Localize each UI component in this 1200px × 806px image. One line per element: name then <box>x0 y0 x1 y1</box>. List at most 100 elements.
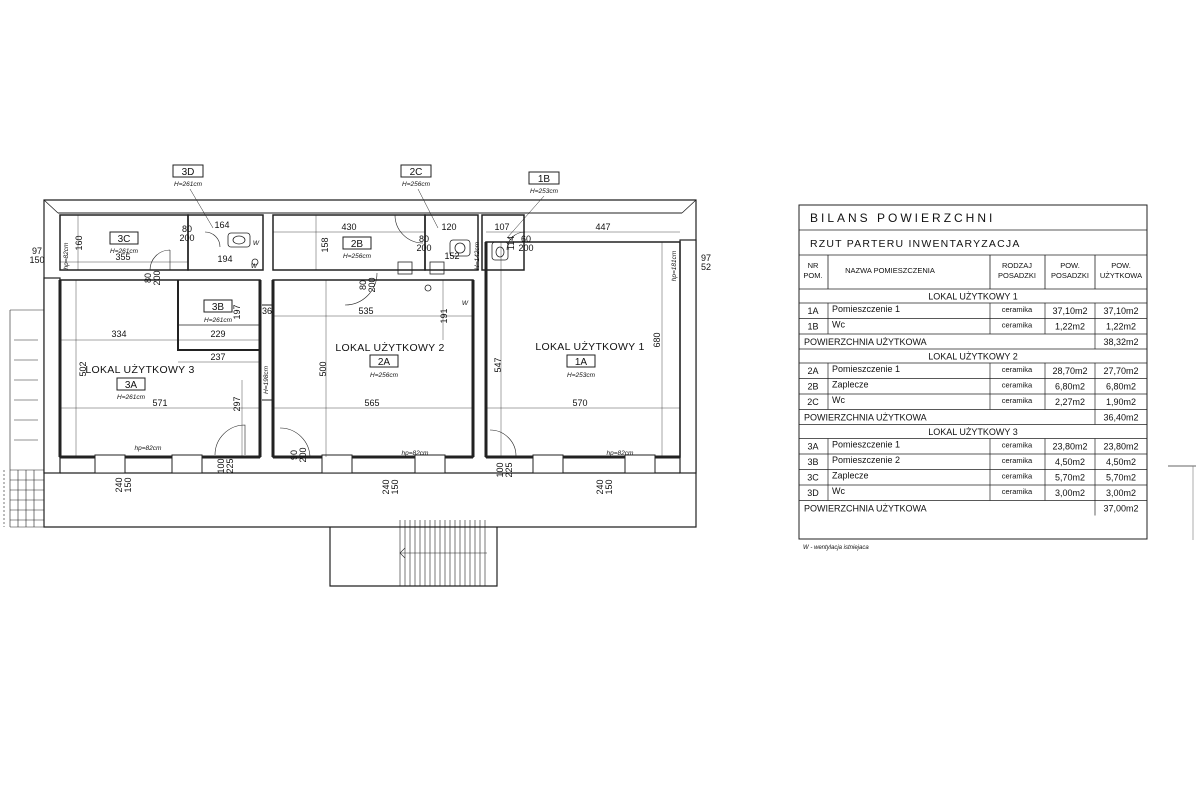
cell-floor-type: ceramika <box>1002 365 1033 374</box>
room-2a-name: LOKAL UŻYTKOWY 2 <box>335 341 444 354</box>
cell-usable-area: 1,22m2 <box>1106 322 1136 332</box>
cell-floor-area: 28,70m2 <box>1052 366 1087 376</box>
room-1a-height: H=253cm <box>567 372 596 379</box>
dim-164: 164 <box>214 220 229 230</box>
floor-plan <box>3 164 697 587</box>
header-type-line2: POSADZKI <box>998 271 1036 280</box>
dim-225-b: 225 <box>504 462 514 477</box>
door-2c-80: 80 <box>419 234 429 244</box>
room-3b-height: H=261cm <box>204 317 233 324</box>
cell-floor-type: ceramika <box>1002 456 1033 465</box>
dim-150-left: 150 <box>29 255 44 265</box>
dim-237: 237 <box>210 352 225 362</box>
dimension-lines <box>60 215 680 457</box>
room-3b-code: 3B <box>212 302 225 313</box>
cell-floor-area: 5,70m2 <box>1055 473 1085 483</box>
room-2a-code: 2A <box>378 357 391 368</box>
cell-name: Zaplecze <box>832 380 869 390</box>
dim-100-b: 100 <box>495 462 505 477</box>
stairs-bottom <box>399 520 487 586</box>
door-3d-200: 200 <box>179 233 194 243</box>
area-balance-table: BILANS POWIERZCHNI RZUT PARTERU INWENTAR… <box>798 204 1148 551</box>
hp-181-right-vertical: hp=181cm <box>671 250 678 281</box>
dim-502: 502 <box>78 361 88 376</box>
vent-mark-2: W <box>251 263 258 270</box>
cell-usable-area: 3,00m2 <box>1106 488 1136 498</box>
cell-nr: 3B <box>807 457 818 467</box>
plan-labels: 3D H=261cm 2C H=256cm 1B H=253cm 3C H=26… <box>29 167 711 495</box>
total-label: POWIERZCHNIA UŻYTKOWA <box>804 504 927 514</box>
dim-240-b: 240 <box>381 479 391 494</box>
room-3a-code: 3A <box>125 380 138 391</box>
dim-355: 355 <box>115 252 130 262</box>
cell-floor-type: ceramika <box>1002 441 1033 450</box>
room-2c-outline <box>424 214 479 271</box>
tag-1b-box <box>528 171 560 185</box>
header-floor-line2: POSADZKI <box>1051 271 1089 280</box>
room-3c-code: 3C <box>118 234 131 245</box>
door-swings <box>149 214 526 459</box>
table-subtitle: RZUT PARTERU INWENTARYZACJA <box>810 238 1021 250</box>
header-type-line1: RODZAJ <box>1002 261 1032 270</box>
hp-82-lokal1: hp=82cm <box>607 450 635 457</box>
dim-500: 500 <box>318 361 328 376</box>
table-title: BILANS POWIERZCHNI <box>810 211 995 225</box>
room-1a-name: LOKAL UŻYTKOWY 1 <box>535 340 644 353</box>
room-2a-height: H=256cm <box>370 372 399 379</box>
cell-nr: 3A <box>807 442 818 452</box>
total-value: 38,32m2 <box>1103 337 1138 347</box>
header-usable-line2: UŻYTKOWA <box>1100 271 1142 280</box>
room-1a-code: 1A <box>575 357 588 368</box>
dim-240-c: 240 <box>595 479 605 494</box>
cell-name: Zaplecze <box>832 471 869 481</box>
door-2c-200: 200 <box>416 243 431 253</box>
dim-194: 194 <box>217 254 232 264</box>
cell-nr: 2B <box>807 382 818 392</box>
room-1a-box <box>566 354 596 368</box>
room-2b-height: H=256cm <box>343 253 372 260</box>
tag-3d-height: H=261cm <box>174 181 203 188</box>
cell-usable-area: 27,70m2 <box>1103 366 1138 376</box>
dim-535: 535 <box>358 306 373 316</box>
door-1b-60: 60 <box>521 234 531 244</box>
cell-name: Pomieszczenie 1 <box>832 440 900 450</box>
room-2b-box <box>342 236 372 250</box>
door-3c-80: 80 <box>143 273 153 283</box>
dim-297: 297 <box>232 396 242 411</box>
dim-225-a: 225 <box>225 458 235 473</box>
cell-nr: 2A <box>807 366 818 376</box>
terrace <box>329 527 498 587</box>
sanitary-fixtures <box>227 232 509 292</box>
cell-nr: 1A <box>807 306 818 316</box>
dim-150-c: 150 <box>604 479 614 494</box>
door-3d-80: 80 <box>182 224 192 234</box>
total-label: POWIERZCHNIA UŻYTKOWA <box>804 413 927 423</box>
cell-name: Pomieszczenie 1 <box>832 364 900 374</box>
h-198-vertical: H=198cm <box>263 365 270 394</box>
dim-52-right: 52 <box>701 262 711 272</box>
header-usable-line1: POW. <box>1111 261 1131 270</box>
cell-usable-area: 23,80m2 <box>1103 442 1138 452</box>
dim-97-right: 97 <box>701 253 711 263</box>
cell-floor-area: 4,50m2 <box>1055 457 1085 467</box>
room-3b-box <box>203 299 233 313</box>
dim-240-a: 240 <box>114 477 124 492</box>
tag-1b-code: 1B <box>538 174 551 185</box>
dim-160: 160 <box>74 235 84 250</box>
door-2a-200: 200 <box>298 447 308 462</box>
cell-name: Wc <box>832 395 845 405</box>
dim-100-a: 100 <box>216 458 226 473</box>
cell-name: Pomieszczenie 1 <box>832 304 900 314</box>
cell-floor-area: 1,22m2 <box>1055 322 1085 332</box>
cell-floor-area: 3,00m2 <box>1055 488 1085 498</box>
dim-97-left: 97 <box>32 246 42 256</box>
cell-usable-area: 6,80m2 <box>1106 382 1136 392</box>
cell-floor-type: ceramika <box>1002 396 1033 405</box>
room-1b-outline <box>481 214 525 271</box>
door-2b-80: 80 <box>358 280 368 290</box>
tag-1b-height: H=253cm <box>530 188 559 195</box>
room-3a-height: H=261cm <box>117 394 146 401</box>
bottom-windows <box>94 454 656 474</box>
stairs-left <box>3 309 44 528</box>
